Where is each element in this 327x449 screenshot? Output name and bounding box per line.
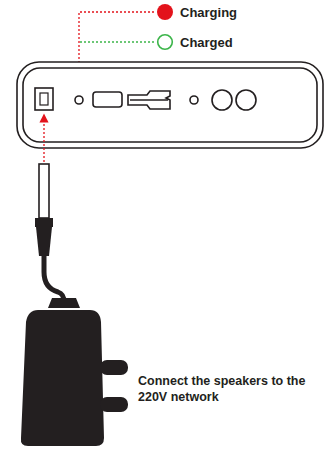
- plug-prong: [100, 360, 128, 375]
- audio-jack: [236, 90, 256, 110]
- sd-slot-line: [130, 99, 168, 100]
- device-panel: [23, 68, 317, 142]
- power-adapter: [21, 310, 104, 446]
- legend-entry: Charged: [156, 33, 233, 51]
- instruction-label: Connect the speakers to the 220V network: [138, 373, 324, 405]
- cable: [44, 255, 64, 302]
- dc-jack: [35, 88, 53, 110]
- audio-jack: [212, 90, 232, 110]
- plug-collar: [35, 218, 53, 227]
- plug-prong: [100, 397, 128, 412]
- legend-entry: Charging: [156, 3, 237, 21]
- legend-sample: [156, 33, 174, 51]
- swatch-dot: [157, 4, 173, 20]
- usb-port: [93, 92, 122, 107]
- dc-jack-inner: [40, 93, 48, 105]
- adapter-cap: [48, 298, 80, 308]
- leader-line: [79, 41, 154, 42]
- led-indicator: [75, 96, 83, 104]
- small-button: [190, 96, 198, 104]
- legend-swatch: [156, 3, 174, 21]
- legend-text: Charging: [180, 5, 237, 20]
- legend-text: Charged: [180, 35, 233, 50]
- plug-strain-relief: [36, 227, 52, 256]
- sample-ring: [158, 35, 173, 50]
- plug-pin: [39, 164, 49, 218]
- sd-slot: [128, 91, 170, 109]
- device-housing: [17, 62, 323, 148]
